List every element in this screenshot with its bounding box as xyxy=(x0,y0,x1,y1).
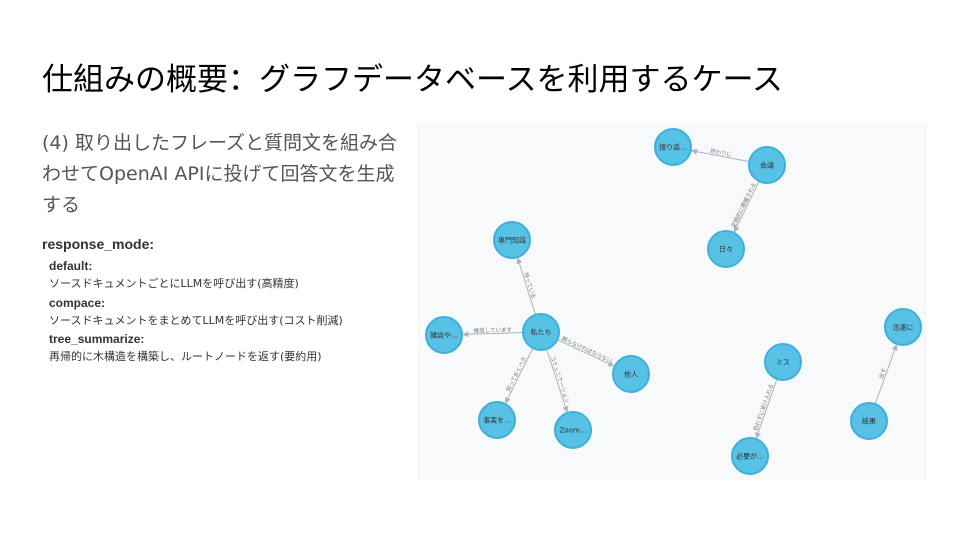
graph-node-tanin[interactable]: 他人 xyxy=(612,355,650,393)
graph-edge-watashitachi-zoom: コミュニケーション xyxy=(546,348,571,413)
graph-node-label: 他人 xyxy=(624,370,638,379)
graph-node-label: ミス xyxy=(776,359,790,367)
graph-node-label: 私たち xyxy=(531,328,552,337)
graph-edge-line xyxy=(691,148,750,163)
graph-node-label: Zoom... xyxy=(560,427,587,435)
knowledge-graph-panel: 終わりに定期的に開催される持っている推奨しています頼らなければならない知っておく… xyxy=(417,122,927,480)
intro-text: (4) 取り出したフレーズと質問文を組み合わせてOpenAI APIに投げて回答… xyxy=(42,132,398,216)
graph-edge-line xyxy=(546,348,569,413)
graph-edge-label: 知っておくべき xyxy=(504,355,528,393)
graph-node-label: 事実を... xyxy=(483,416,511,425)
graph-edge-kekka-jinsoku: 出す xyxy=(874,344,898,405)
response-mode-list: default: ソースドキュメントごとにLLMを呼び出す(高精度) compa… xyxy=(49,257,409,367)
graph-edge-misu-hitsuyou: 恐れずに受け入れる xyxy=(751,378,778,439)
graph-node-label: 迅速に xyxy=(893,324,914,332)
mode-desc-tree-summarize: 再帰的に木構造を構築し、ルートノードを返す(要約用) xyxy=(49,350,322,364)
graph-node-jijitsu[interactable]: 事実を... xyxy=(478,401,516,439)
graph-node-circle[interactable] xyxy=(731,437,769,475)
graph-edge-line xyxy=(733,180,760,233)
graph-node-circle[interactable] xyxy=(764,343,802,381)
response-mode-heading: response_mode: xyxy=(42,236,155,252)
graph-edge-line xyxy=(516,257,537,315)
graph-node-furikaeri[interactable]: 振り返... xyxy=(654,128,692,166)
graph-node-label: 結果 xyxy=(862,417,876,426)
graph-node-label: 会議 xyxy=(760,161,774,170)
graph-node-circle[interactable] xyxy=(654,128,692,166)
graph-edge-label: 定期的に開催される xyxy=(729,181,758,229)
graph-edge-watashitachi-jijitsu: 知っておくべき xyxy=(504,347,534,404)
graph-node-circle[interactable] xyxy=(478,401,516,439)
graph-edge-line xyxy=(505,347,534,404)
graph-edge-line xyxy=(462,331,524,338)
graph-edge-watashitachi-tanin: 頼らなければならない xyxy=(557,334,615,367)
graph-node-label: 日々 xyxy=(719,246,733,254)
mode-desc-compace: ソースドキュメントをまとめてLLMを呼び出す(コスト削減) xyxy=(49,313,343,327)
mode-desc-default: ソースドキュメントごとにLLMを呼び出す(高精度) xyxy=(49,277,299,291)
graph-node-circle[interactable] xyxy=(748,146,786,184)
graph-node-circle[interactable] xyxy=(425,316,463,354)
graph-node-hitsuyou[interactable]: 必要が... xyxy=(731,437,769,475)
mode-name-compace: compace: xyxy=(49,295,106,310)
graph-node-kaiwa[interactable]: 雑談や... xyxy=(425,316,463,354)
graph-edge-line xyxy=(874,344,898,405)
graph-node-kaigi[interactable]: 会議 xyxy=(748,146,786,184)
graph-node-label: 振り返... xyxy=(659,143,687,152)
graph-node-circle[interactable] xyxy=(493,221,531,259)
mode-name-default: default: xyxy=(49,259,93,273)
graph-edge-label: 出す xyxy=(877,366,888,380)
graph-edge-label: 頼らなければならない xyxy=(560,334,614,365)
graph-node-circle[interactable] xyxy=(554,411,592,449)
graph-node-label: 専門知識 xyxy=(498,236,526,245)
graph-node-circle[interactable] xyxy=(850,402,888,440)
graph-node-kekka[interactable]: 結果 xyxy=(850,402,888,440)
graph-edge-label: 恐れずに受け入れる xyxy=(751,383,775,432)
graph-edge-label: コミュニケーション xyxy=(549,355,571,405)
knowledge-graph: 終わりに定期的に開催される持っている推奨しています頼らなければならない知っておく… xyxy=(425,128,922,475)
graph-node-jinsoku[interactable]: 迅速に xyxy=(884,308,922,346)
graph-node-circle[interactable] xyxy=(612,355,650,393)
graph-edge-line xyxy=(755,378,778,439)
graph-edge-kaigi-furikaeri: 終わりに xyxy=(691,147,750,163)
graph-node-senmon[interactable]: 専門知識 xyxy=(493,221,531,259)
graph-node-label: 必要が... xyxy=(736,452,764,461)
graph-edge-label: 推奨しています xyxy=(474,325,513,334)
graph-node-circle[interactable] xyxy=(884,308,922,346)
slide-title: 仕組みの概要：グラフデータベースを利用するケース xyxy=(42,62,783,98)
graph-edge-label: 終わりに xyxy=(710,147,733,159)
mode-name-tree-summarize: tree_summarize: xyxy=(49,332,145,347)
graph-edge-line xyxy=(557,339,615,367)
graph-node-watashitachi[interactable]: 私たち xyxy=(522,313,560,351)
graph-node-label: 雑談や... xyxy=(430,331,458,340)
graph-node-circle[interactable] xyxy=(707,230,745,268)
graph-node-hibi[interactable]: 日々 xyxy=(707,230,745,268)
graph-node-zoom[interactable]: Zoom... xyxy=(554,411,592,449)
graph-edge-watashitachi-kaiwa: 推奨しています xyxy=(462,325,524,338)
graph-edge-watashitachi-senmon: 持っている xyxy=(516,257,538,315)
graph-node-circle[interactable] xyxy=(522,313,560,351)
graph-edge-kaigi-hibi: 定期的に開催される xyxy=(729,180,760,233)
graph-edge-label: 持っている xyxy=(522,271,538,299)
graph-node-misu[interactable]: ミス xyxy=(764,343,802,381)
